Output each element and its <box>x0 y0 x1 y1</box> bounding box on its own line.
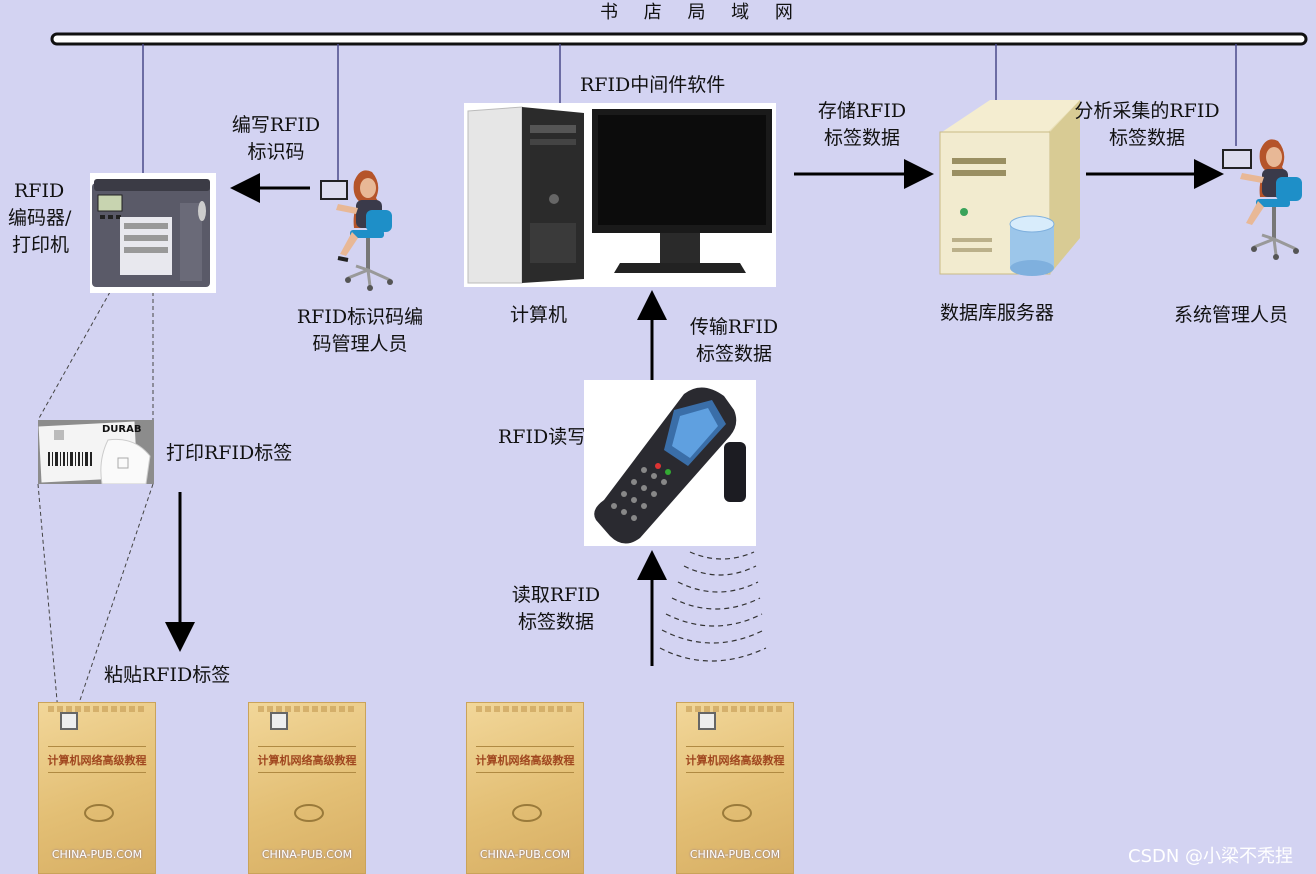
encoder-staff-person-icon <box>320 170 393 291</box>
book-title: 计算机网络高级教程 <box>475 754 575 767</box>
book-title: 计算机网络高级教程 <box>685 754 785 767</box>
encoder-staff-label: RFID标识码编 码管理人员 <box>296 306 424 355</box>
book-2: 计算机网络高级教程 CHINA-PUB.COM <box>248 702 366 874</box>
network-bus <box>50 32 1308 46</box>
analyze-data-label: 分析采集的RFID 标签数据 <box>1074 100 1220 149</box>
book-publisher: CHINA-PUB.COM <box>689 848 781 861</box>
rfid-tag-on-book <box>60 712 78 730</box>
encoder-label: RFID 编码器/ 打印机 <box>8 180 72 256</box>
radio-waves <box>659 551 767 662</box>
ornament-icon <box>294 804 324 822</box>
computer-icon <box>467 106 772 284</box>
book-1: 计算机网络高级教程 CHINA-PUB.COM <box>38 702 156 874</box>
rfid-printer-image <box>90 173 216 293</box>
rfid-tag-icon <box>38 420 154 485</box>
handheld-reader-icon <box>594 387 746 544</box>
book-publisher: CHINA-PUB.COM <box>479 848 571 861</box>
ornament-icon <box>84 804 114 822</box>
middleware-label: RFID中间件软件 <box>580 74 726 96</box>
transfer-data-label: 传输RFID 标签数据 <box>689 316 779 365</box>
database-server-icon <box>939 100 1080 276</box>
book-publisher: CHINA-PUB.COM <box>261 848 353 861</box>
network-title: 书 店 局 域 网 <box>600 2 803 23</box>
book-4: 计算机网络高级教程 CHINA-PUB.COM <box>676 702 794 874</box>
csdn-watermark: CSDN @小梁不秃捏 <box>1128 846 1294 867</box>
printer-icon <box>92 179 210 287</box>
computer-image <box>464 103 776 287</box>
ornament-icon <box>512 804 542 822</box>
book-publisher: CHINA-PUB.COM <box>51 848 143 861</box>
reader-label: RFID读写器 <box>498 426 606 448</box>
admin-label: 系统管理人员 <box>1174 304 1289 326</box>
admin-person-icon <box>1222 139 1302 260</box>
write-code-label: 编写RFID 标识码 <box>231 114 321 163</box>
ornament-icon <box>722 804 752 822</box>
rfid-tag-on-book <box>698 712 716 730</box>
store-data-label: 存储RFID 标签数据 <box>817 100 907 149</box>
book-title: 计算机网络高级教程 <box>47 754 147 767</box>
rfid-tag-on-book <box>270 712 288 730</box>
book-title: 计算机网络高级教程 <box>257 754 357 767</box>
printed-rfid-tag-image: DURAB <box>38 420 154 485</box>
book-3: 计算机网络高级教程 CHINA-PUB.COM <box>466 702 584 874</box>
read-data-label: 读取RFID 标签数据 <box>511 584 601 633</box>
rfid-reader-image <box>584 380 756 546</box>
paste-tag-label: 粘贴RFID标签 <box>104 664 231 686</box>
db-server-label: 数据库服务器 <box>940 302 1055 324</box>
tag-brand-text: DURAB <box>102 424 142 435</box>
printed-tag-label: 打印RFID标签 <box>166 442 293 464</box>
projection-lines <box>37 291 154 713</box>
computer-label: 计算机 <box>510 304 568 326</box>
